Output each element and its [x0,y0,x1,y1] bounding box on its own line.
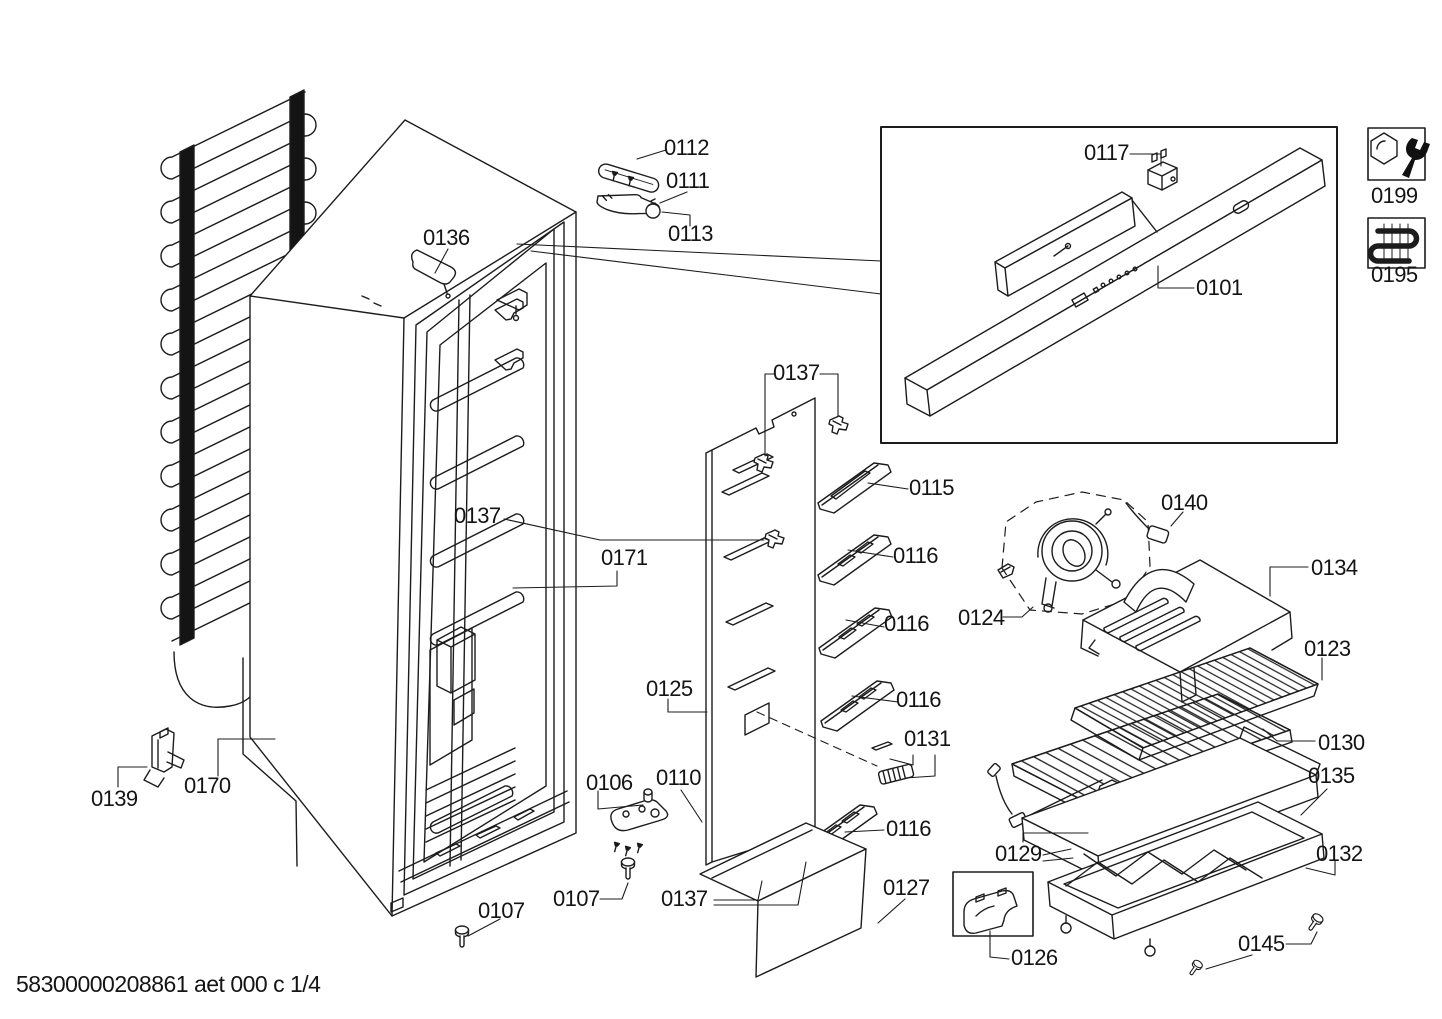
part-label-0115: 0115 [909,475,955,500]
part-label-0101: 0101 [1196,275,1243,300]
part-label-0116-3: 0116 [896,687,942,712]
part-label-0140: 0140 [1161,490,1208,515]
part-label-0126: 0126 [1011,945,1058,970]
compressor-recess [425,626,516,843]
part-label-0107-right: 0107 [553,886,600,911]
hinge-plate-0110 [610,799,669,832]
capillary-tube [242,657,298,867]
document-footer-code: 58300000208861 aet 000 c 1/4 [16,971,321,997]
sensor-0140 [1125,502,1170,544]
shelf-rail-0116-1 [817,534,892,586]
part-label-0106: 0106 [586,770,633,795]
bottom-tray-0132 [1047,801,1325,957]
part-label-0137-bottom: 0137 [661,886,708,911]
part-label-0199: 0199 [1371,183,1418,208]
door-gasket [412,228,555,880]
door-bearing-parts [596,163,661,219]
hinge-pin-0106 [643,788,653,803]
fan-dashed-boundary [1001,491,1151,615]
screw-0145-right [1304,911,1326,934]
part-label-0137-top: 0137 [773,360,820,385]
evaporator-cover-0134 [1080,559,1293,703]
control-panel-0101 [904,147,1326,417]
door-bottom-rail [390,790,570,913]
part-label-0170: 0170 [184,773,231,798]
screw-0107-left [454,925,470,948]
part-label-0111: 0111 [666,168,710,193]
part-label-0127: 0127 [883,875,930,900]
part-label-0171: 0171 [601,545,648,570]
part-label-0195: 0195 [1371,262,1418,287]
cabinet-body [249,119,577,917]
clip-box-0126 [952,871,1034,937]
part-label-0117: 0117 [1084,140,1130,165]
screw-0107-right [620,857,636,880]
bottom-hinge-assembly [454,788,669,948]
part-label-0124: 0124 [958,605,1005,630]
part-label-0132: 0132 [1316,841,1363,866]
part-label-0136: 0136 [423,225,470,250]
clip-0137-a [828,415,849,435]
switch-0117 [1147,148,1178,191]
door-frame-outer [403,221,565,896]
part-label-0129: 0129 [995,841,1042,866]
part-label-0135: 0135 [1308,763,1355,788]
part-label-0130: 0130 [1318,730,1365,755]
part-label-0116-1: 0116 [893,543,939,568]
divider-panel-0125 [705,397,816,866]
display-holder [994,191,1158,297]
fan-assembly-0124 [997,491,1151,615]
leader-lines [117,149,1336,970]
part-label-0110: 0110 [656,765,702,790]
dashed-leader-0131 [756,711,878,767]
part-label-0131: 0131 [904,726,951,751]
part-label-0137-middle: 0137 [454,503,501,528]
bushing-0113 [645,198,661,219]
condenser-bar-left [179,144,195,646]
heater-coil-icon [1367,217,1426,269]
condenser-wire [173,651,259,708]
cover-0127 [699,822,867,978]
screw-0145-left [1186,958,1205,978]
hinge-lever-0136 [410,249,457,299]
part-label-0113: 0113 [668,221,714,246]
shelf-rail-0116-3 [820,680,895,732]
shelf-rail-0116-2 [818,607,893,659]
shelf-rail-0115 [817,462,892,514]
adapter-0131 [871,741,915,785]
part-label-0139: 0139 [91,786,138,811]
part-label-0107-left: 0107 [478,898,525,923]
part-label-0116-2: 0116 [884,611,930,636]
part-label-0116-4: 0116 [886,816,932,841]
part-label-0125: 0125 [646,676,693,701]
part-label-0123: 0123 [1304,636,1351,661]
part-label-0112: 0112 [664,135,710,160]
part-label-0134: 0134 [1311,555,1358,580]
service-wrench-icon [1367,127,1430,181]
part-label-0145: 0145 [1238,931,1285,956]
control-panel-inset [880,126,1338,444]
bracket-0139 [143,727,185,788]
